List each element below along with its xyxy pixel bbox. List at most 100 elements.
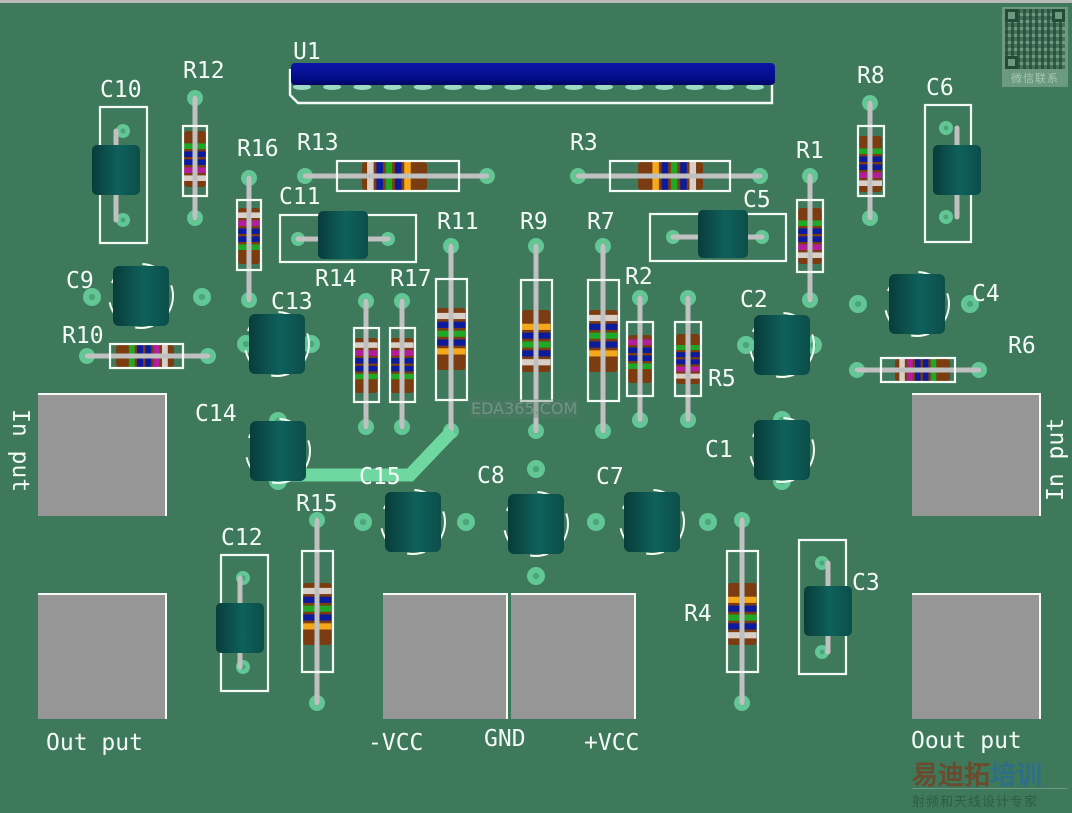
capacitor-body [698, 210, 748, 258]
silkscreen-circle [749, 417, 815, 483]
qr-finder [1005, 9, 1018, 22]
silkscreen-outline [352, 326, 381, 404]
copper-trace [280, 426, 457, 482]
ref-label-c3: C3 [852, 570, 880, 596]
silkscreen-circle [108, 263, 174, 329]
ref-label-c5: C5 [743, 187, 771, 213]
ref-label-c8: C8 [477, 463, 505, 489]
silkscreen-outline [181, 124, 209, 198]
ref-label-c10: C10 [100, 77, 142, 103]
silkscreen-outline [519, 278, 554, 403]
pad-hole [462, 518, 470, 526]
ic-pin [746, 84, 764, 90]
capacitor-body [933, 145, 981, 195]
terminal-label-vcc-neg: -VCC [368, 730, 423, 756]
ic-pin [323, 84, 342, 90]
ref-label-r12: R12 [183, 58, 225, 84]
ref-label-r5: R5 [708, 366, 736, 392]
terminal-label-input-right: In put [1043, 418, 1069, 501]
terminal-pad-input-left [38, 394, 166, 516]
silkscreen-circle [884, 271, 950, 337]
ref-label-r8: R8 [857, 63, 885, 89]
qr-caption: 微信联系 [1011, 72, 1059, 85]
pad-hole [819, 649, 825, 655]
pad-hole [120, 217, 126, 223]
ic-body-u1 [291, 63, 775, 85]
silkscreen-outline [795, 198, 825, 274]
ref-label-u1: U1 [293, 39, 321, 65]
silkscreen-outline [608, 159, 732, 193]
watermark: EDA365.COM [469, 399, 580, 418]
silkscreen-outline [388, 326, 417, 404]
capacitor-body [385, 492, 441, 552]
silkscreen-outline [300, 549, 335, 674]
terminal-pad-output-right [912, 594, 1040, 719]
capacitor-body [250, 421, 306, 481]
silkscreen-circle [380, 489, 446, 555]
pad-hole [742, 341, 750, 349]
ref-label-c6: C6 [926, 75, 954, 101]
ic-pin [534, 84, 553, 90]
silkscreen-outline [235, 198, 263, 272]
qr-finder [1005, 56, 1018, 69]
ref-label-r9: R9 [520, 209, 548, 235]
pad-hole [854, 300, 862, 308]
ref-label-r13: R13 [297, 130, 339, 156]
silkscreen-circle [619, 489, 685, 555]
terminal-label-vcc-pos: +VCC [584, 730, 639, 756]
terminal-outline [511, 593, 636, 719]
ref-label-c13: C13 [271, 289, 313, 315]
ic-pin [655, 84, 674, 90]
brand-logo: 易迪拓培训 射频和天线设计专家 [912, 755, 1072, 813]
qr-finder [1052, 9, 1065, 22]
capacitor-body [754, 420, 810, 480]
silkscreen-outline [725, 549, 760, 674]
ref-label-c7: C7 [596, 464, 624, 490]
ic-pin [625, 84, 644, 90]
logo-subtitle: 射频和天线设计专家 [912, 795, 1039, 810]
capacitor-body [508, 494, 564, 554]
silkscreen-outline [335, 159, 461, 193]
capacitor-body [318, 211, 368, 259]
pad-hole [88, 293, 96, 301]
ref-label-c15: C15 [359, 464, 401, 490]
pad-hole [966, 300, 974, 308]
capacitor-body [113, 266, 169, 326]
ref-label-r2: R2 [625, 264, 653, 290]
terminal-pad-vcc-neg [383, 594, 507, 719]
silkscreen-outline [434, 277, 469, 402]
ref-label-r16: R16 [237, 136, 279, 162]
pad-hole [359, 518, 367, 526]
ic-pin [413, 84, 432, 90]
ic-silkscreen-outline [288, 69, 774, 105]
ref-label-c11: C11 [279, 184, 321, 210]
ref-label-r6: R6 [1008, 333, 1036, 359]
ref-label-r17: R17 [390, 266, 432, 292]
ic-pin [685, 84, 704, 90]
silkscreen-outline [673, 320, 703, 398]
pad-hole [943, 214, 949, 220]
ref-label-c9: C9 [66, 268, 94, 294]
ref-label-c14: C14 [195, 401, 237, 427]
pad-hole [198, 293, 206, 301]
pad-hole [943, 125, 949, 131]
ref-label-r1: R1 [796, 138, 824, 164]
pad-hole [120, 128, 126, 134]
ref-label-c4: C4 [972, 281, 1000, 307]
terminal-pad-vcc-pos [511, 594, 635, 719]
terminal-label-output-right: Oout put [911, 728, 1022, 754]
ic-pin [474, 84, 493, 90]
ref-label-r11: R11 [437, 209, 479, 235]
terminal-label-gnd: GND [484, 726, 526, 752]
capacitor-body [804, 586, 852, 636]
ic-pin [595, 84, 613, 90]
pad-hole [242, 340, 250, 348]
ic-pin [504, 84, 523, 90]
ic-pin [353, 84, 372, 90]
silkscreen-outline [856, 124, 886, 198]
ic-pin [564, 84, 583, 90]
ref-label-c2: C2 [740, 287, 768, 313]
capacitor-body [889, 274, 945, 334]
